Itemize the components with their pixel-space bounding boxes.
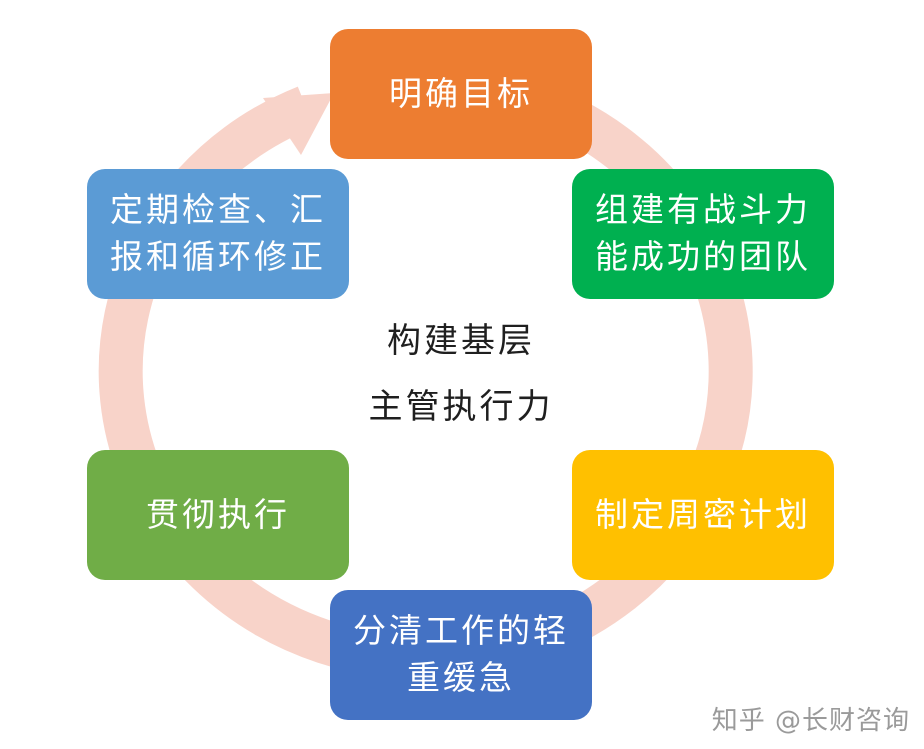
step-node-review: 定期检查、汇 报和循环修正 <box>87 169 349 299</box>
step-node-plan: 制定周密计划 <box>572 450 834 580</box>
step-plan-line-1: 制定周密计划 <box>595 494 811 534</box>
center-title: 构建基层 主管执行力 <box>330 308 592 440</box>
step-review-line-2: 报和循环修正 <box>110 237 326 276</box>
watermark: 知乎 @长财咨询 <box>711 706 910 736</box>
step-priority-line-1: 分清工作的轻 <box>353 611 569 651</box>
step-node-priority: 分清工作的轻 重缓急 <box>330 590 592 720</box>
step-node-goal: 明确目标 <box>330 29 592 159</box>
step-team-line-1: 组建有战斗力 <box>595 190 811 230</box>
step-team-line-2: 能成功的团队 <box>595 237 811 276</box>
step-node-team: 组建有战斗力 能成功的团队 <box>572 169 834 299</box>
step-execute-line-1: 贯彻执行 <box>146 494 290 534</box>
step-goal-line-1: 明确目标 <box>389 73 533 113</box>
center-title-line-2: 主管执行力 <box>368 387 554 427</box>
center-title-line-1: 构建基层 <box>387 321 535 361</box>
step-priority-line-2: 重缓急 <box>407 658 515 697</box>
cycle-arrowhead <box>263 93 334 155</box>
step-review-line-1: 定期检查、汇 <box>110 190 326 230</box>
step-node-execute: 贯彻执行 <box>87 450 349 580</box>
